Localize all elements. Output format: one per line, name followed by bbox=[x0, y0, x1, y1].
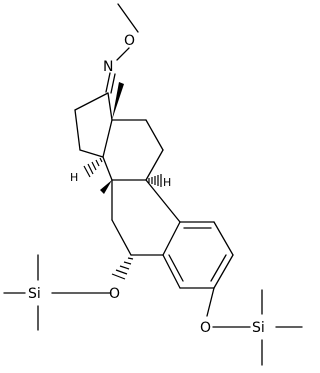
molecule-drawing: O N H H O Si O Si bbox=[3, 3, 303, 366]
bond-c13-c17 bbox=[107, 92, 113, 121]
bond-c7-c6 bbox=[111, 219, 132, 256]
ring-b bbox=[111, 179, 181, 256]
bond-c1-c2 bbox=[213, 221, 234, 256]
hash-c6-o bbox=[111, 257, 134, 280]
otms-left-group bbox=[3, 254, 112, 331]
structure-canvas: O N H H O Si O Si bbox=[3, 3, 303, 366]
bond-c17-c16 bbox=[74, 92, 109, 111]
atom-label-oxime-n: N bbox=[103, 59, 113, 75]
bond-c11-c9 bbox=[145, 149, 164, 181]
atom-label-h-c9: H bbox=[163, 176, 171, 189]
atom-label-oxime-o: O bbox=[124, 33, 135, 49]
bond-n-c17-b bbox=[110, 73, 116, 94]
wedge-c13-methyl bbox=[112, 82, 124, 120]
atom-label-ether-o-ring: O bbox=[109, 286, 120, 302]
hash-c14-h bbox=[83, 157, 103, 178]
bond-c8-c14 bbox=[102, 156, 113, 181]
bond-c16-c15 bbox=[74, 109, 81, 151]
bond-o-n bbox=[116, 47, 130, 61]
aromatic-inner-2 bbox=[210, 254, 227, 282]
ring-a-aromatic bbox=[162, 221, 234, 289]
bond-c12-c11 bbox=[145, 119, 164, 151]
bond-n-c17-a bbox=[105, 72, 111, 93]
ring-d bbox=[74, 92, 113, 158]
bond-c2-c3 bbox=[213, 254, 234, 289]
bond-c14-c13 bbox=[102, 119, 113, 158]
atom-label-h-c14: H bbox=[70, 171, 78, 184]
hash-c9-h bbox=[148, 174, 162, 187]
bond-methyl-o bbox=[117, 3, 139, 33]
bond-c3-o bbox=[206, 287, 215, 317]
bond-c10-c9 bbox=[145, 179, 181, 223]
aromatic-inner-3 bbox=[168, 254, 184, 282]
bond-c4-c5 bbox=[162, 254, 181, 289]
wedge-c8-h bbox=[100, 180, 112, 194]
bond-c15-c14 bbox=[79, 149, 104, 158]
ring-c bbox=[102, 119, 164, 181]
atom-label-ether-o-phenol: O bbox=[200, 320, 211, 336]
atom-label-si-left: Si bbox=[28, 286, 41, 302]
methoxy-oxime-group bbox=[105, 3, 139, 94]
otms-right-group bbox=[206, 287, 303, 366]
bond-c5-c10 bbox=[162, 221, 181, 256]
atom-label-si-right: Si bbox=[252, 320, 265, 336]
